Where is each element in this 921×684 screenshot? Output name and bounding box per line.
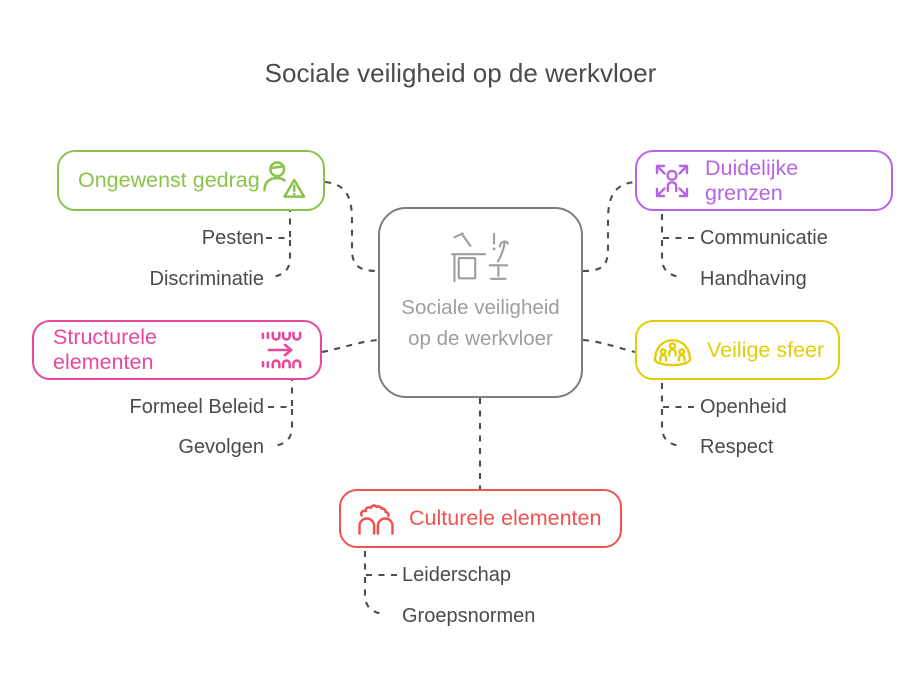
connector-cultureel-leiderschap: [363, 548, 397, 577]
workplace-desk-chair-icon: [450, 231, 512, 287]
center-node: Sociale veiligheid op de werkvloer: [378, 207, 583, 398]
branch-label: Veilige sfeer: [707, 337, 825, 362]
connector-sfeer-openheid: [660, 380, 694, 409]
center-node-label: Sociale veiligheid op de werkvloer: [401, 296, 560, 350]
branch-label: Culturele elementen: [409, 506, 602, 530]
crowd-icon: [356, 500, 396, 538]
leaf-openheid: Openheid: [700, 396, 787, 418]
person-expand-arrows-icon: [652, 161, 692, 201]
connector-structureel-formeel-beleid: [268, 380, 294, 409]
transformation-arrow-icon: [261, 330, 304, 370]
diagram-title: Sociale veiligheid op de werkvloer: [264, 58, 657, 88]
connector-structureel-gevolgen: [270, 409, 294, 448]
connector-sfeer-respect: [660, 409, 684, 448]
leaf-gevolgen: Gevolgen: [178, 436, 264, 458]
branch-node-duidelijke-grenzen: Duidelijke grenzen: [635, 150, 893, 211]
leaf-pesten: Pesten: [201, 227, 264, 249]
branch-label: Ongewenst gedrag: [78, 168, 260, 192]
connector-cultureel-groepsnormen: [363, 577, 387, 616]
leaf-handhaving: Handhaving: [700, 268, 807, 290]
branch-node-structurele-elementen: Structurele elementen: [32, 320, 322, 380]
leaf-discriminatie: Discriminatie: [149, 268, 264, 290]
connector-structureel-center: [321, 338, 379, 354]
group-under-dome-icon: [651, 331, 694, 370]
branch-node-veilige-sfeer: Veilige sfeer: [635, 320, 840, 380]
leaf-communicatie: Communicatie: [700, 227, 828, 249]
leaf-formeel-beleid: Formeel Beleid: [129, 396, 264, 418]
branch-label: Structurele elementen: [53, 325, 157, 374]
connector-grenzen-communicatie: [660, 211, 694, 240]
connector-ongewenst-discriminatie: [268, 240, 292, 279]
leaf-groepsnormen: Groepsnormen: [402, 605, 536, 627]
connector-ongewenst-center: [324, 180, 379, 273]
person-warning-icon: [262, 160, 307, 201]
connector-ongewenst-pesten: [266, 211, 292, 240]
branch-node-ongewenst-gedrag: Ongewenst gedrag: [57, 150, 325, 211]
connector-center-sfeer: [582, 338, 636, 354]
connector-center-grenzen: [582, 180, 636, 273]
leaf-leiderschap: Leiderschap: [402, 564, 511, 586]
branch-label: Duidelijke grenzen: [705, 155, 799, 205]
branch-node-culturele-elementen: Culturele elementen: [339, 489, 622, 548]
connector-grenzen-handhaving: [660, 240, 684, 279]
leaf-respect: Respect: [700, 436, 774, 458]
